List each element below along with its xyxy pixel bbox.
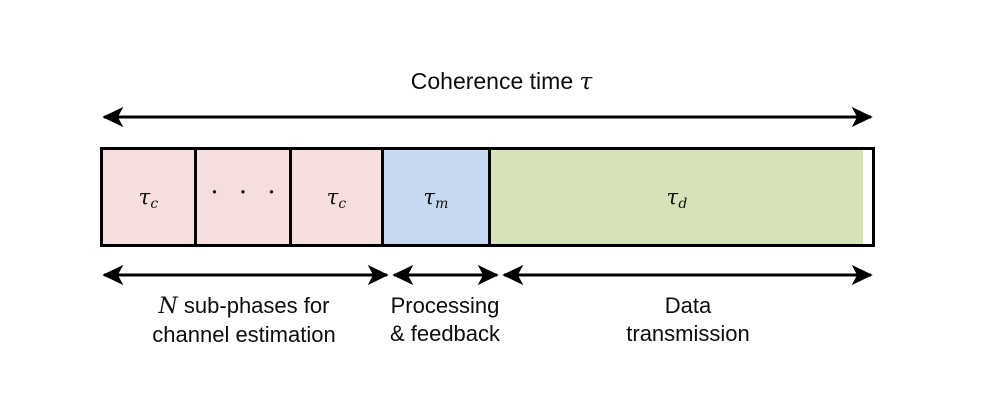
ellipsis-icon: · · · — [210, 178, 282, 208]
block-label-tau-c-last: τc — [326, 185, 347, 212]
coherence-time-title: Coherence time τ — [0, 68, 1003, 95]
coherence-time-timeline: τc · · · τc τm τd — [100, 147, 875, 247]
block-label-tau-m: τm — [423, 185, 449, 212]
caption-channel-estimation: N sub-phases for channel estimation — [74, 292, 414, 349]
subscript-c: c — [338, 196, 347, 212]
caption-line-1: Data — [664, 293, 712, 318]
caption-line-2: transmission — [626, 321, 750, 346]
block-tau-c-first: τc — [103, 150, 197, 244]
coherence-time-title-text: Coherence time — [410, 68, 574, 94]
block-label-tau-c-first: τc — [138, 185, 159, 212]
subscript-c: c — [150, 196, 159, 212]
subscript-m: m — [435, 196, 449, 212]
subscript-d: d — [678, 196, 688, 212]
block-tau-d: τd — [491, 150, 863, 244]
block-tau-c-last: τc — [292, 150, 384, 244]
caption-line-2: & feedback — [389, 321, 501, 346]
tau-symbol: τ — [579, 69, 593, 95]
block-tau-m: τm — [384, 150, 491, 244]
caption-line-1: Processing — [390, 293, 500, 318]
caption-line-1: N sub-phases for — [158, 293, 330, 319]
caption-processing-feedback: Processing & feedback — [378, 292, 512, 348]
caption-data-transmission: Data transmission — [540, 292, 836, 348]
block-ellipsis: · · · — [197, 150, 292, 244]
caption-variable-n: N — [158, 294, 178, 319]
block-label-tau-d: τd — [666, 185, 688, 212]
caption-line-2: channel estimation — [152, 322, 336, 347]
